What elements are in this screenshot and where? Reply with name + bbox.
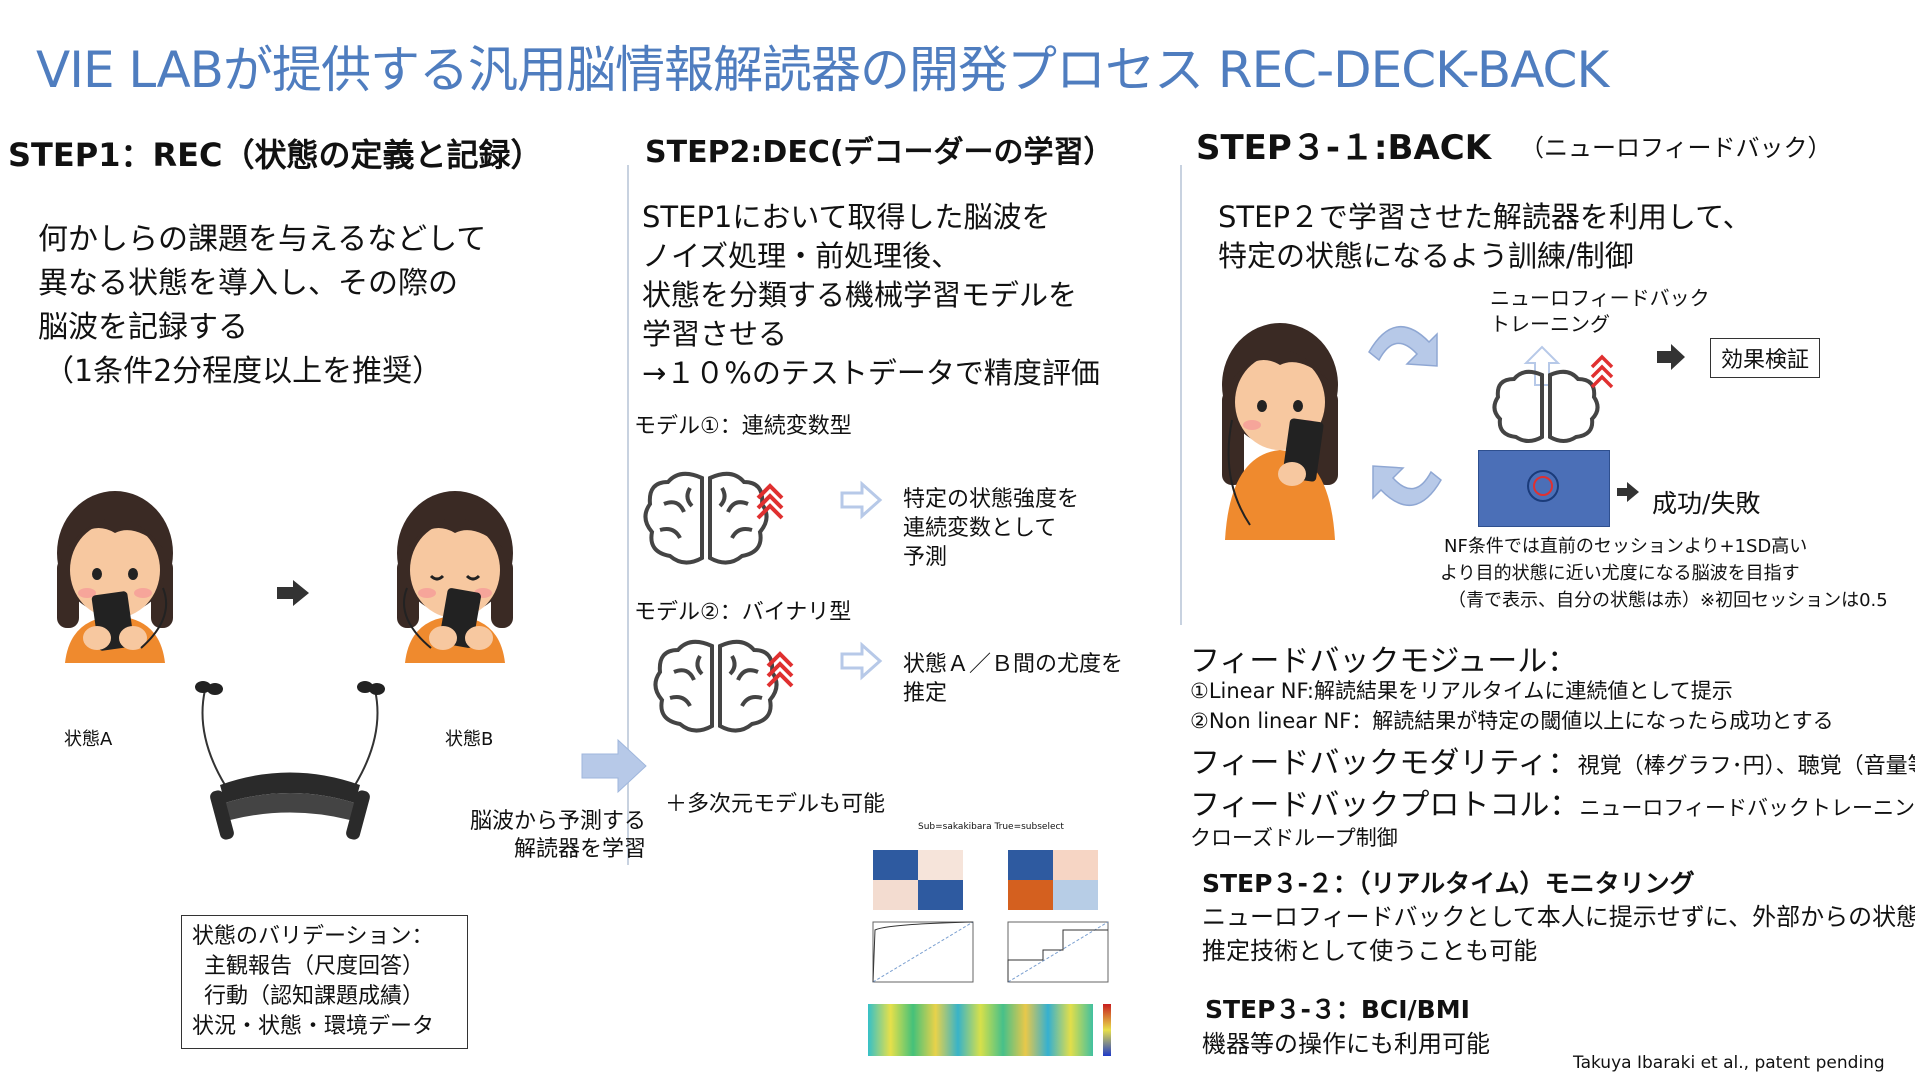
step32-body-line: ニューロフィードバックとして本人に提示せずに、外部からの状態 [1202,903,1915,931]
model1-desc: 特定の状態強度を 連続変数として 予測 [903,485,1079,572]
step2-body-line: →１０%のテストデータで精度評価 [642,356,1100,390]
divider-left [627,165,629,865]
cycle-arrow-top-icon [1368,326,1438,367]
step32-body-line: 推定技術として使うことも可能 [1202,937,1538,965]
step2-body-line: STEP1において取得した脳波を [642,200,1051,234]
step1-body-line: 脳波を記録する [38,310,248,345]
state-a-label: 状態A [64,729,113,750]
success-fail-label: 成功/失敗 [1652,489,1761,518]
results-figure: Sub=sakakibara True=subselect [838,822,1128,1072]
state-validation-box: 状態のバリデーション： 主観報告（尺度回答） 行動（認知課題成績） 状況・状態・… [181,915,468,1049]
validation-line: 主観報告（尺度回答） [204,954,425,979]
step1-body: 何かしらの課題を与えるなどして 異なる状態を導入し、その際の 脳波を記録する （… [38,218,486,394]
roc-curve-train [872,921,974,983]
footer-credit: Takuya Ibaraki et al., patent pending [1573,1053,1885,1073]
model1-desc-line: 予測 [903,545,948,570]
brain-icon [643,471,784,565]
person-state-a-illustration [57,491,173,663]
nf-note-line: より目的状態に近い尤度になる脳波を目指す [1440,563,1800,584]
divider-right [1180,165,1182,625]
step2-body: STEP1において取得した脳波を ノイズ処理・前処理後、 状態を分類する機械学習… [642,198,1100,393]
step1-body-line: 異なる状態を導入し、その際の [38,266,458,301]
feedback-module-title: フィードバックモジュール： [1190,644,1578,679]
feedback-module-item: ②Non linear NF：解読結果が特定の閾値以上になったら成功とする [1190,709,1834,733]
model1-label: モデル①：連続変数型 [634,414,852,439]
feedback-module-item: ①Linear NF:解読結果をリアルタイムに連続値として提示 [1190,679,1733,703]
validation-line: 状態のバリデーション： [192,924,434,949]
validation-line: 行動（認知課題成績） [204,984,425,1009]
model2-desc-line: 状態Ａ／Ｂ間の尤度を [903,652,1124,677]
feedback-modality-value: 視覚（棒グラフ･円）、聴覚（音量等） [1577,754,1915,779]
outline-arrow-icon [840,641,883,681]
nf-training-line: トレーニング [1490,312,1610,336]
arrow-caption-line: 解読器を学習 [513,837,646,862]
step1-heading: STEP1：REC（状態の定義と記録） [8,136,543,174]
page-title: VIE LABが提供する汎用脳情報解読器の開発プロセス REC-DECK-BAC… [36,41,1609,99]
step32-body: ニューロフィードバックとして本人に提示せずに、外部からの状態 推定技術として使う… [1202,900,1915,968]
confusion-matrix-test [1008,850,1098,910]
feedback-protocol-value-2: クローズドループ制御 [1190,826,1398,850]
nf-feedback-panel [1478,450,1610,527]
brain-icon [1492,345,1614,443]
step1-to-step2-arrow-icon [581,738,647,794]
state-b-label: 状態B [445,729,494,750]
target-circle-icon [1527,470,1559,502]
right-arrow-icon [1617,482,1639,502]
step32-heading: STEP３-２：（リアルタイム）モニタリング [1202,869,1695,898]
model1-desc-line: 特定の状態強度を [903,487,1080,512]
confusion-matrix-train [873,850,963,910]
right-arrow-icon [1657,344,1685,370]
brain-icon [653,639,794,733]
model2-desc: 状態Ａ／Ｂ間の尤度を 推定 [903,650,1123,708]
feedback-protocol-title: フィードバックプロトコル： [1190,788,1580,823]
feature-heatmap [868,1004,1111,1056]
effect-verification-box: 効果検証 [1710,338,1821,378]
step33-body: 機器等の操作にも利用可能 [1202,1030,1490,1058]
step2-heading: STEP2:DEC(デコーダーの学習） [645,135,1114,170]
step3-body: STEP２で学習させた解読器を利用して、 特定の状態になるよう訓練/制御 [1218,198,1752,276]
arrow-caption: 脳波から予測する 解読器を学習 [468,808,646,864]
step33-heading: STEP３-３：BCI/BMI [1205,995,1470,1024]
multi-dim-note: ＋多次元モデルも可能 [665,792,886,817]
feedback-module-items: ①Linear NF:解読結果をリアルタイムに連続値として提示 ②Non lin… [1190,676,1834,736]
feedback-modality: フィードバックモダリティ：視覚（棒グラフ･円）、聴覚（音量等） [1190,738,1915,782]
nf-training-label: ニューロフィードバック トレーニング [1490,285,1710,337]
arrow-caption-line: 脳波から予測する [469,809,646,834]
step2-body-line: 状態を分類する機械学習モデルを [642,278,1078,312]
eeg-headset-illustration [195,681,385,840]
step3-heading-sub: （ニューロフィードバック） [1520,134,1832,162]
right-arrow-icon [277,580,309,606]
step1-body-line: 何かしらの課題を与えるなどして [38,222,487,257]
model2-label: モデル②：バイナリ型 [634,600,852,625]
outline-arrow-icon [840,480,883,520]
results-figure-title: Sub=sakakibara True=subselect [918,822,1064,832]
step3-heading: STEP３-１:BACK [1196,128,1492,168]
validation-line: 状況・状態・環境データ [192,1014,435,1039]
step3-body-line: STEP２で学習させた解読器を利用して、 [1218,200,1752,234]
roc-curve-test [1007,921,1109,983]
model2-desc-line: 推定 [903,681,948,706]
step2-body-line: ノイズ処理・前処理後、 [642,239,961,273]
person-state-b-illustration [397,491,513,663]
nf-note-line: NF条件では直前のセッションより+1SD高い [1444,536,1808,557]
nf-condition-note: NF条件では直前のセッションより+1SD高い より目的状態に近い尤度になる脳波を… [1440,533,1888,614]
nf-training-line: ニューロフィードバック [1490,286,1710,310]
model1-desc-line: 連続変数として [903,516,1057,541]
step3-body-line: 特定の状態になるよう訓練/制御 [1218,239,1634,273]
step1-body-line: （1条件2分程度以上を推奨） [44,354,443,389]
person-neurofeedback-illustration [1222,323,1338,540]
step2-body-line: 学習させる [642,317,788,351]
feedback-modality-title: フィードバックモダリティ： [1190,746,1578,781]
nf-note-line: （青で表示、自分の状態は赤）※初回セッションは0.5 [1448,590,1888,611]
cycle-arrow-bottom-icon [1372,465,1442,506]
